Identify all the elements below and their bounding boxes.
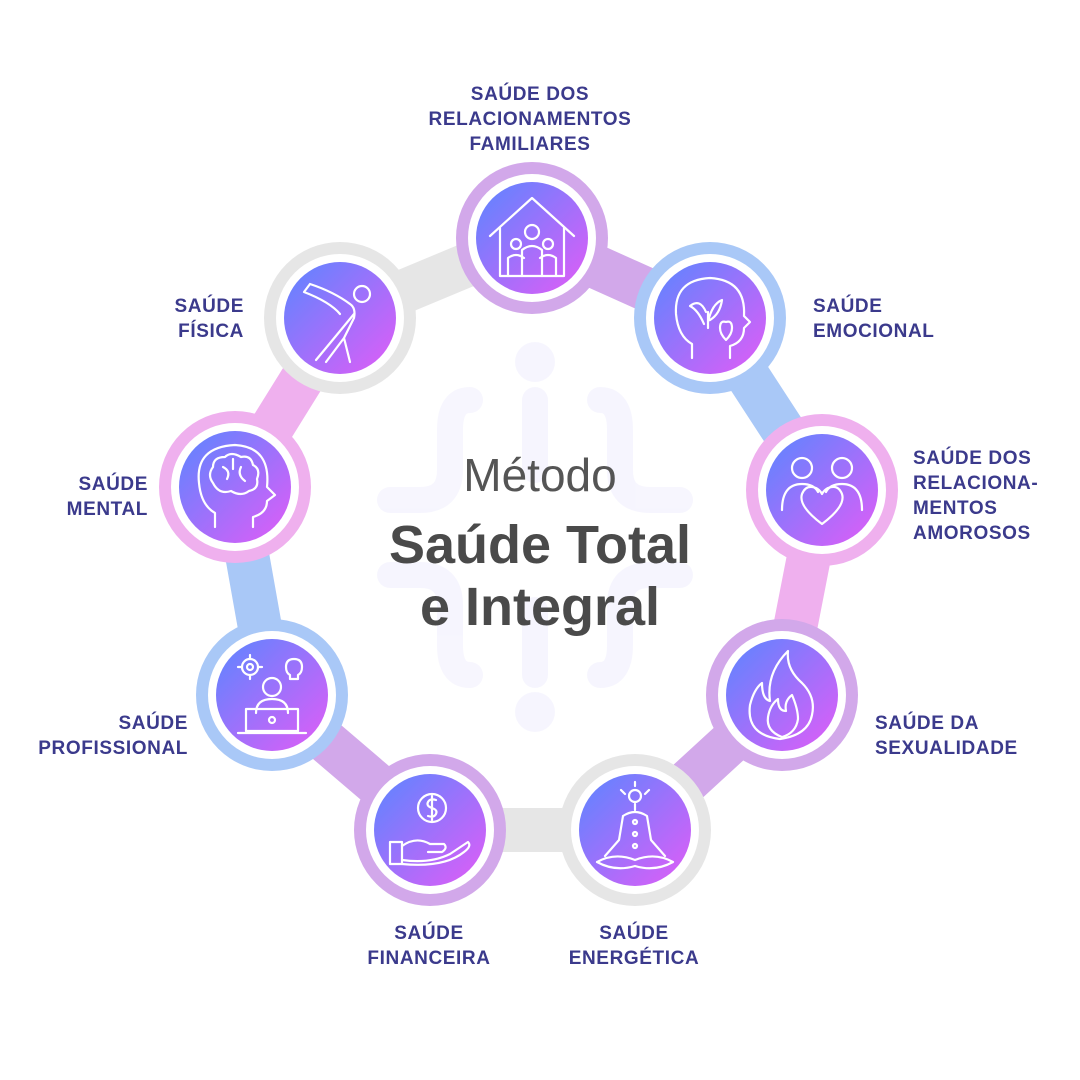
watermark-logo: [377, 342, 693, 732]
node-sexualidade: [706, 619, 858, 771]
node-disc: [374, 774, 486, 886]
title-line-1: Método: [463, 449, 617, 501]
title-line-3: e Integral: [419, 577, 661, 637]
flame-icon: [748, 649, 814, 741]
node-financeira: [354, 754, 506, 906]
node-disc: [284, 262, 396, 374]
stretching-person-icon: [302, 282, 372, 364]
node-familiares: [456, 162, 608, 314]
node-profissional: [196, 619, 348, 771]
title-line-2: Saúde Total: [388, 515, 692, 575]
node-emocional: [634, 242, 786, 394]
family-house-icon: [488, 196, 576, 278]
hand-coin-icon: [388, 792, 471, 866]
node-disc: [726, 639, 838, 751]
brain-head-icon: [197, 443, 277, 529]
meditation-icon: [595, 780, 675, 870]
professional-laptop-icon: [236, 653, 308, 735]
head-heart-leaf-icon: [674, 276, 752, 360]
node-rings: [159, 162, 898, 906]
node-energetica: [559, 754, 711, 906]
node-amorosos: [746, 414, 898, 566]
node-fisica: [264, 242, 416, 394]
couple-heart-icon: [780, 456, 864, 526]
node-mental: [159, 411, 311, 563]
